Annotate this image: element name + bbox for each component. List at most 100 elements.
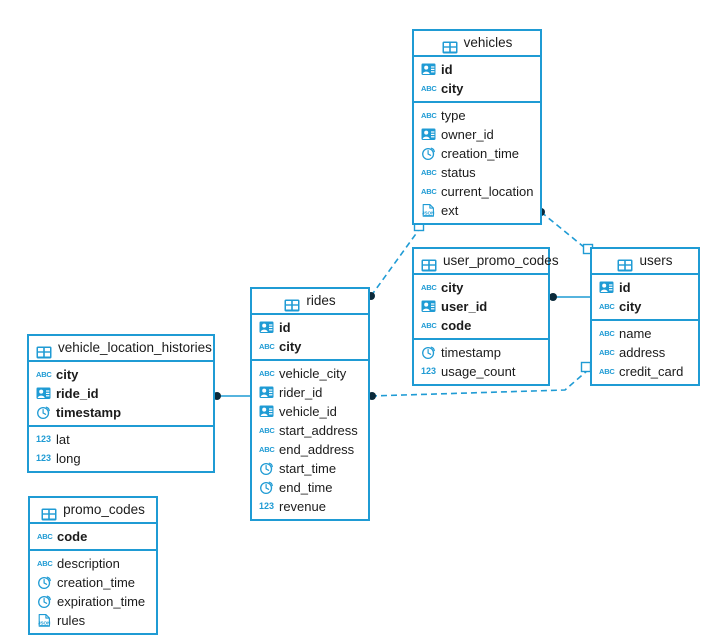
field-row-id[interactable]: id [414,60,540,79]
table-title: promo_codes [63,502,145,517]
field-row-type[interactable]: ABC type [414,106,540,125]
field-row-user_id[interactable]: user_id [414,297,548,316]
id-badge-icon [259,404,274,419]
123-number-icon: 123 [421,366,437,376]
svg-text:JSON: JSON [38,621,51,626]
id-badge-icon [36,386,51,401]
field-label: vehicle_id [279,404,337,419]
abc-text-icon: ABC [421,283,437,292]
field-row-credit_card[interactable]: ABC credit_card [592,362,698,381]
table-header-user_promo_codes[interactable]: user_promo_codes [414,249,559,275]
field-label: name [619,326,652,341]
table-header-promo_codes[interactable]: promo_codes [30,498,156,524]
field-label: id [619,280,631,295]
abc-text-icon: ABC [259,369,275,378]
field-label: timestamp [56,405,122,420]
table-grid-icon [421,255,437,271]
123-number-icon: 123 [36,453,52,463]
field-row-creation_time[interactable]: creation_time [30,573,156,592]
field-row-start_time[interactable]: start_time [252,459,368,478]
table-header-users[interactable]: users [592,249,698,275]
table-header-vehicles[interactable]: vehicles [414,31,540,57]
relationship-line [540,211,591,253]
abc-text-icon: ABC [599,329,615,338]
field-row-owner_id[interactable]: owner_id [414,125,540,144]
field-label: ext [441,203,459,218]
table-grid-icon [41,504,57,520]
field-row-timestamp[interactable]: timestamp [414,343,548,362]
field-row-id[interactable]: id [592,278,698,297]
relationship-rel-upc-users[interactable] [549,293,590,301]
id-badge-icon [259,320,274,335]
field-row-timestamp[interactable]: timestamp [29,403,213,422]
id-badge-icon [421,127,436,142]
table-header-vehicle_location_histories[interactable]: vehicle_location_histories [29,336,213,362]
table-grid-icon [36,342,52,358]
relationship-rel-vlh-rides[interactable] [213,392,250,400]
table-header-rides[interactable]: rides [252,289,368,315]
field-row-name[interactable]: ABC name [592,324,698,343]
field-row-rider_id[interactable]: rider_id [252,383,368,402]
123-number-icon: 123 [36,434,52,444]
field-label: end_address [279,442,355,457]
table-title: rides [306,293,336,308]
field-row-vehicle_id[interactable]: vehicle_id [252,402,368,421]
abc-text-icon: ABC [599,367,615,376]
field-label: type [441,108,466,123]
abc-text-icon: ABC [37,532,53,541]
abc-text-icon: ABC [421,111,437,120]
field-label: city [279,339,302,354]
field-label: creation_time [57,575,136,590]
clock-icon [37,575,52,590]
field-label: start_time [279,461,337,476]
field-row-expiration_time[interactable]: expiration_time [30,592,156,611]
field-label: end_time [279,480,333,495]
field-label: credit_card [619,364,684,379]
id-badge-icon [259,385,274,400]
field-label: ride_id [56,386,99,401]
field-label: start_address [279,423,358,438]
abc-text-icon: ABC [36,370,52,379]
table-title: user_promo_codes [443,253,559,268]
relationship-line [370,230,419,297]
field-label: description [57,556,120,571]
table-grid-icon [617,255,633,271]
field-row-id[interactable]: id [252,318,368,337]
field-row-creation_time[interactable]: creation_time [414,144,540,163]
field-row-ride_id[interactable]: ride_id [29,384,213,403]
field-row-end_time[interactable]: end_time [252,478,368,497]
